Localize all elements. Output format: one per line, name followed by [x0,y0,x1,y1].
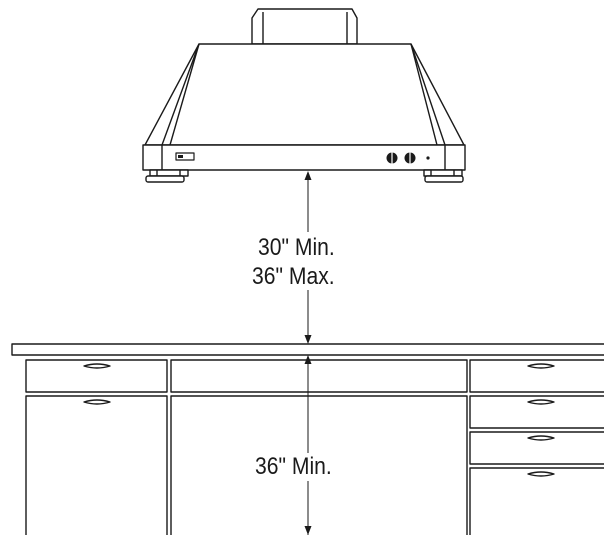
cabinet-left [25,359,168,535]
counter-height-min-label: 36" Min. [255,453,332,480]
switch-icon [175,152,195,161]
range-hood [142,8,466,183]
drawer-handle [83,363,111,369]
knob-icon [404,152,416,164]
dimension-line-counter [304,355,312,535]
cabinet-right [469,359,604,535]
drawer-handle [527,363,555,369]
drawer-handle [527,471,555,477]
light-icon [426,156,430,160]
drawer-handle [527,399,555,405]
hood-foot-right [423,169,464,183]
knob-icon [386,152,398,164]
hood-foot-left [145,169,189,183]
hood-clearance-min-label: 30" Min. [258,234,335,261]
hood-canopy [144,43,465,146]
cabinet-center [170,359,468,535]
duct-cover [251,8,358,45]
dimension-line-hood [304,171,312,344]
hood-clearance-max-label: 36" Max. [252,263,335,290]
door-handle [83,399,111,405]
drawer-handle [527,435,555,441]
countertop [11,343,604,356]
